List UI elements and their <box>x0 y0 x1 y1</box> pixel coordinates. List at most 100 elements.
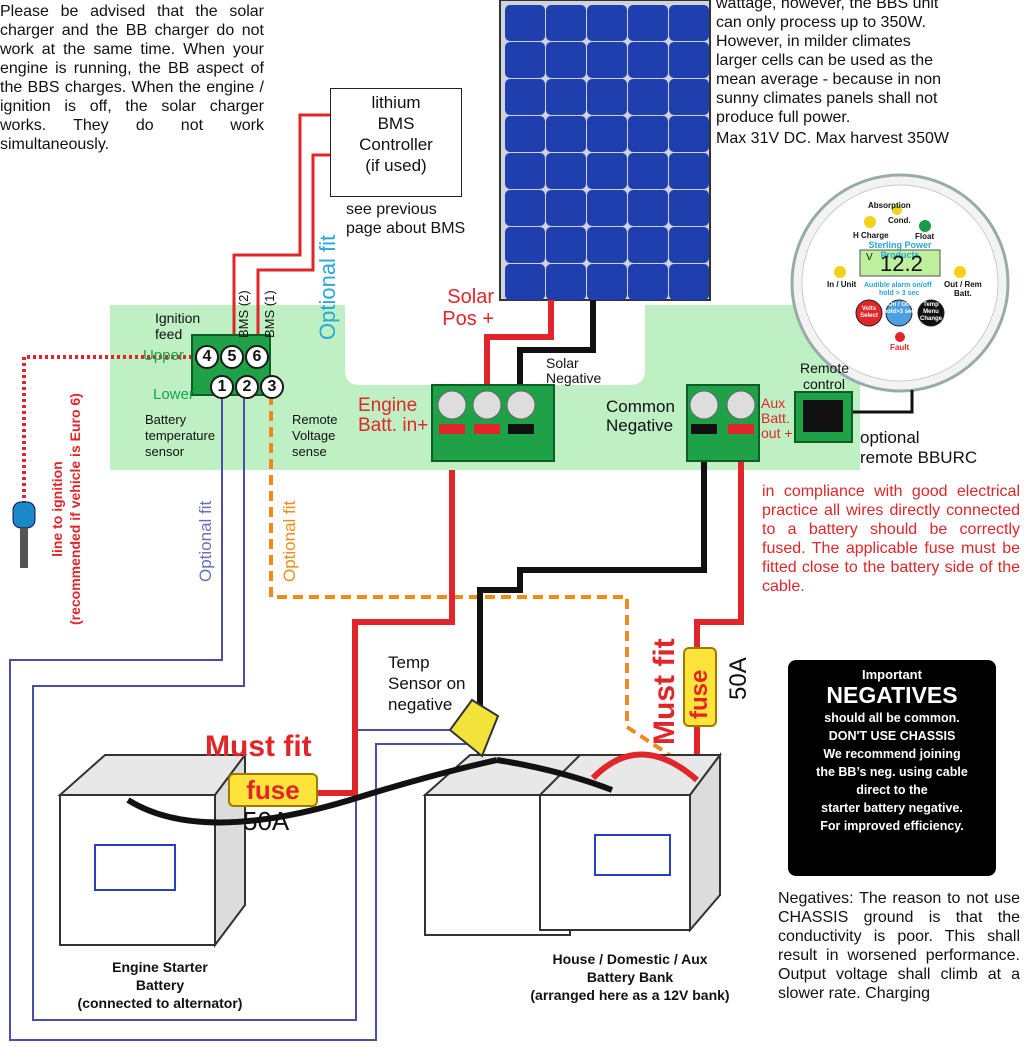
upper-row-label: Upper <box>143 347 184 364</box>
negatives-line: DON'T USE CHASSIS <box>828 729 956 743</box>
voltage-sense-line: Voltage <box>292 428 336 443</box>
engine-battery-line: (connected to alternator) <box>77 995 243 1011</box>
solar-note-line: mean average - because in non <box>716 71 942 88</box>
solar-cell <box>505 264 545 300</box>
negatives-notice: Important NEGATIVES should all be common… <box>788 660 996 876</box>
solar-cell <box>628 190 668 226</box>
solar-cell <box>669 227 709 263</box>
bms-box-line: BMS <box>377 114 415 133</box>
solar-negative-line: Negative <box>546 370 602 386</box>
on-off-button[interactable]: On / Off hold>3 sec <box>882 302 916 316</box>
house-battery-label: House / Domestic / Aux Battery Bank (arr… <box>500 950 760 1004</box>
solar-cell <box>587 153 627 189</box>
solar-cell <box>628 227 668 263</box>
remote-panel-graphic <box>790 173 1010 393</box>
hold-label: hold > 3 sec <box>879 290 920 297</box>
solar-pos-line: Pos + <box>442 308 494 330</box>
solar-cell <box>669 153 709 189</box>
bms-box-line: Controller <box>359 135 433 154</box>
fuse-left: fuse <box>228 773 318 807</box>
amps-right-label: 50A <box>725 657 752 700</box>
out-rem-line: Batt. <box>954 289 972 298</box>
volts-select-button[interactable]: Volts Select <box>858 306 880 320</box>
temp-menu-button[interactable]: Temp Menu Change <box>920 302 942 323</box>
solar-cell <box>587 42 627 78</box>
temp-sensor-note-line: Sensor on <box>388 674 466 693</box>
solar-cell <box>669 79 709 115</box>
solar-cell <box>587 79 627 115</box>
common-negative-label: Common Negative <box>606 397 675 435</box>
solar-cell <box>587 264 627 300</box>
important-label: Important <box>862 667 922 682</box>
absorption-label: Absorption <box>868 201 911 210</box>
solar-cell <box>628 42 668 78</box>
optional-remote-label: optional remote BBURC <box>860 428 977 468</box>
temp-sensor-note-line: negative <box>388 695 453 714</box>
voltage-sense-line: Remote <box>292 412 338 427</box>
solar-cell <box>669 42 709 78</box>
engine-batt-in-line: Engine <box>358 395 418 416</box>
solar-cell <box>628 264 668 300</box>
engine-battery-line: Engine Starter <box>112 959 208 975</box>
solar-negative-line: Solar <box>546 355 579 371</box>
temp-sensor-line: sensor <box>145 444 185 459</box>
solar-note-line: wattage, however, the BBS unit <box>716 0 939 12</box>
negatives-line: the BB’s neg. using cable <box>816 765 968 779</box>
terminal-4: 4 <box>195 345 219 369</box>
ignition-feed-line: feed <box>155 326 183 342</box>
out-rem-label: Out / Rem Batt. <box>944 280 982 298</box>
on-off-line: hold>3 sec <box>883 309 915 315</box>
solar-note-line: However, in milder climates <box>716 33 911 50</box>
solar-cell <box>546 190 586 226</box>
solar-cell <box>628 5 668 41</box>
solar-cell <box>669 5 709 41</box>
solar-cell <box>505 153 545 189</box>
voltage-unit: V <box>866 252 873 263</box>
negatives-text: Negatives: The reason to not use CHASSIS… <box>778 890 1020 1002</box>
bms-note: see previous page about BMS <box>346 200 465 238</box>
temp-sensor-note-line: Temp <box>388 653 430 672</box>
terminal-5: 5 <box>220 345 244 369</box>
solar-cell <box>669 264 709 300</box>
negatives-line: should all be common. <box>824 711 960 725</box>
solar-cell <box>546 153 586 189</box>
ignition-feed-line: Ignition <box>155 310 201 326</box>
common-negative-line: Common <box>606 397 675 416</box>
solar-pos-label: Solar Pos + <box>442 286 494 330</box>
solar-cell <box>587 116 627 152</box>
terminal-6: 6 <box>245 345 269 369</box>
solar-cell <box>587 227 627 263</box>
in-unit-label: In / Unit <box>827 280 857 289</box>
bms-box-line: lithium <box>371 93 421 112</box>
solar-cell <box>628 79 668 115</box>
brand-label: Sterling Power Products <box>868 240 932 260</box>
float-label: Float <box>915 232 935 241</box>
volts-select-line: Volts <box>861 306 877 312</box>
must-fit-left-label: Must fit <box>205 730 312 763</box>
must-fit-right-label: Must fit <box>648 638 681 745</box>
out-rem-line: Out / Rem <box>944 280 982 289</box>
house-battery-2-graphic <box>537 752 722 933</box>
optional-remote-line: remote BBURC <box>860 448 978 467</box>
engine-batt-in-line: Batt. in+ <box>358 415 429 436</box>
solar-cell <box>505 190 545 226</box>
negatives-title: NEGATIVES <box>826 682 958 708</box>
solar-negative-label: Solar Negative <box>546 356 601 386</box>
battery-temp-sensor-label: Battery temperature sensor <box>145 412 215 460</box>
common-negative-line: Negative <box>606 416 674 435</box>
negatives-line: For improved efficiency. <box>820 819 964 833</box>
bms-note-line: page about BMS <box>346 220 466 237</box>
remote-voltage-sense-label: Remote Voltage sense <box>292 412 338 460</box>
engine-battery-graphic <box>57 752 247 948</box>
terminal-2: 2 <box>235 375 259 399</box>
optional-fit-orange-label: Optional fit <box>280 500 299 582</box>
solar-cell <box>546 79 586 115</box>
remote-control-line: Remote <box>800 360 850 376</box>
aux-batt-out-label: Aux Batt. out + <box>761 396 793 441</box>
temp-menu-line: Temp <box>923 302 939 308</box>
solar-note-line: produce full power. <box>716 109 851 126</box>
remote-control-label: Remote control <box>800 360 850 392</box>
optional-fit-purple-label: Optional fit <box>196 500 215 582</box>
bms1-label: BMS (1) <box>262 290 277 338</box>
optional-remote-line: optional <box>860 428 920 447</box>
